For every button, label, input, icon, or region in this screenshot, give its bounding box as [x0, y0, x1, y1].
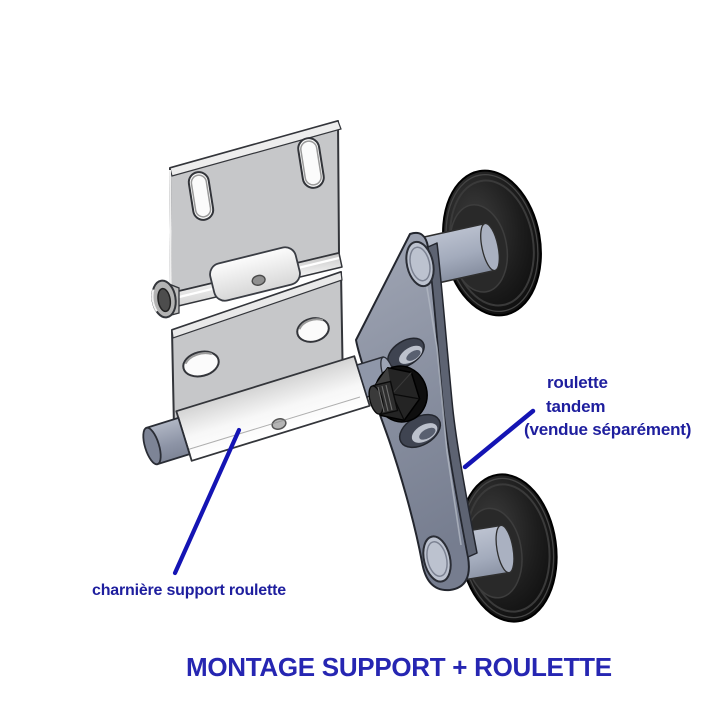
- upper-leaf-top-edge: [169, 120, 342, 177]
- axle-cap-end: [142, 426, 162, 466]
- nut-facet-line1: [391, 393, 420, 400]
- lower-leaf-hole-left: [182, 350, 220, 378]
- bracket-slot-lower: [398, 413, 442, 449]
- wheel-axle-cap-bottom: [422, 535, 452, 583]
- upper-leaf-left-highlight: [169, 169, 172, 294]
- roller-support-axle: [175, 355, 371, 462]
- upper-leaf-slot-right: [297, 137, 325, 189]
- nut-thread-collar: [368, 380, 399, 416]
- roulette-label-line2: tandem: [546, 397, 606, 416]
- axle-shadow-line: [179, 396, 361, 453]
- barrel-hole: [157, 287, 172, 313]
- bracket-edge-thickness: [427, 242, 478, 558]
- hinge-barrel: [151, 279, 180, 319]
- thread-line-3: [385, 384, 393, 411]
- wheel-hub-top: [415, 222, 500, 287]
- leader-line-roulette: [462, 408, 536, 470]
- hub-top-end: [480, 222, 500, 272]
- roulette-label-line1: roulette: [547, 373, 608, 392]
- flange-nut: [368, 365, 428, 423]
- barrel-highlight: [151, 289, 158, 312]
- thread-line-1: [377, 386, 385, 413]
- axle-end-cap-left: [142, 416, 191, 466]
- lower-leaf-hole-right: [296, 317, 330, 343]
- axle-hole: [271, 418, 287, 430]
- hub-bottom-end: [495, 524, 515, 574]
- hinge-label: charnière support roulette: [92, 582, 286, 599]
- nut-facet-line3: [391, 372, 412, 395]
- knuckle-hole: [251, 274, 266, 286]
- hinge-upper-leaf: [169, 120, 342, 294]
- roulette-label-line3: (vendue séparément): [524, 420, 692, 439]
- hinge-knuckle: [209, 246, 301, 302]
- leader-line-hinge: [172, 427, 242, 576]
- bracket-bend-highlight: [420, 251, 462, 546]
- thread-line-2: [381, 385, 389, 412]
- figure-title: MONTAGE SUPPORT + ROULETTE: [186, 652, 612, 682]
- lower-leaf-top-edge: [171, 271, 343, 339]
- knuckle-body: [209, 246, 301, 302]
- upper-leaf-slot-left: [187, 171, 215, 221]
- wheel-axle-cap-top: [405, 240, 435, 288]
